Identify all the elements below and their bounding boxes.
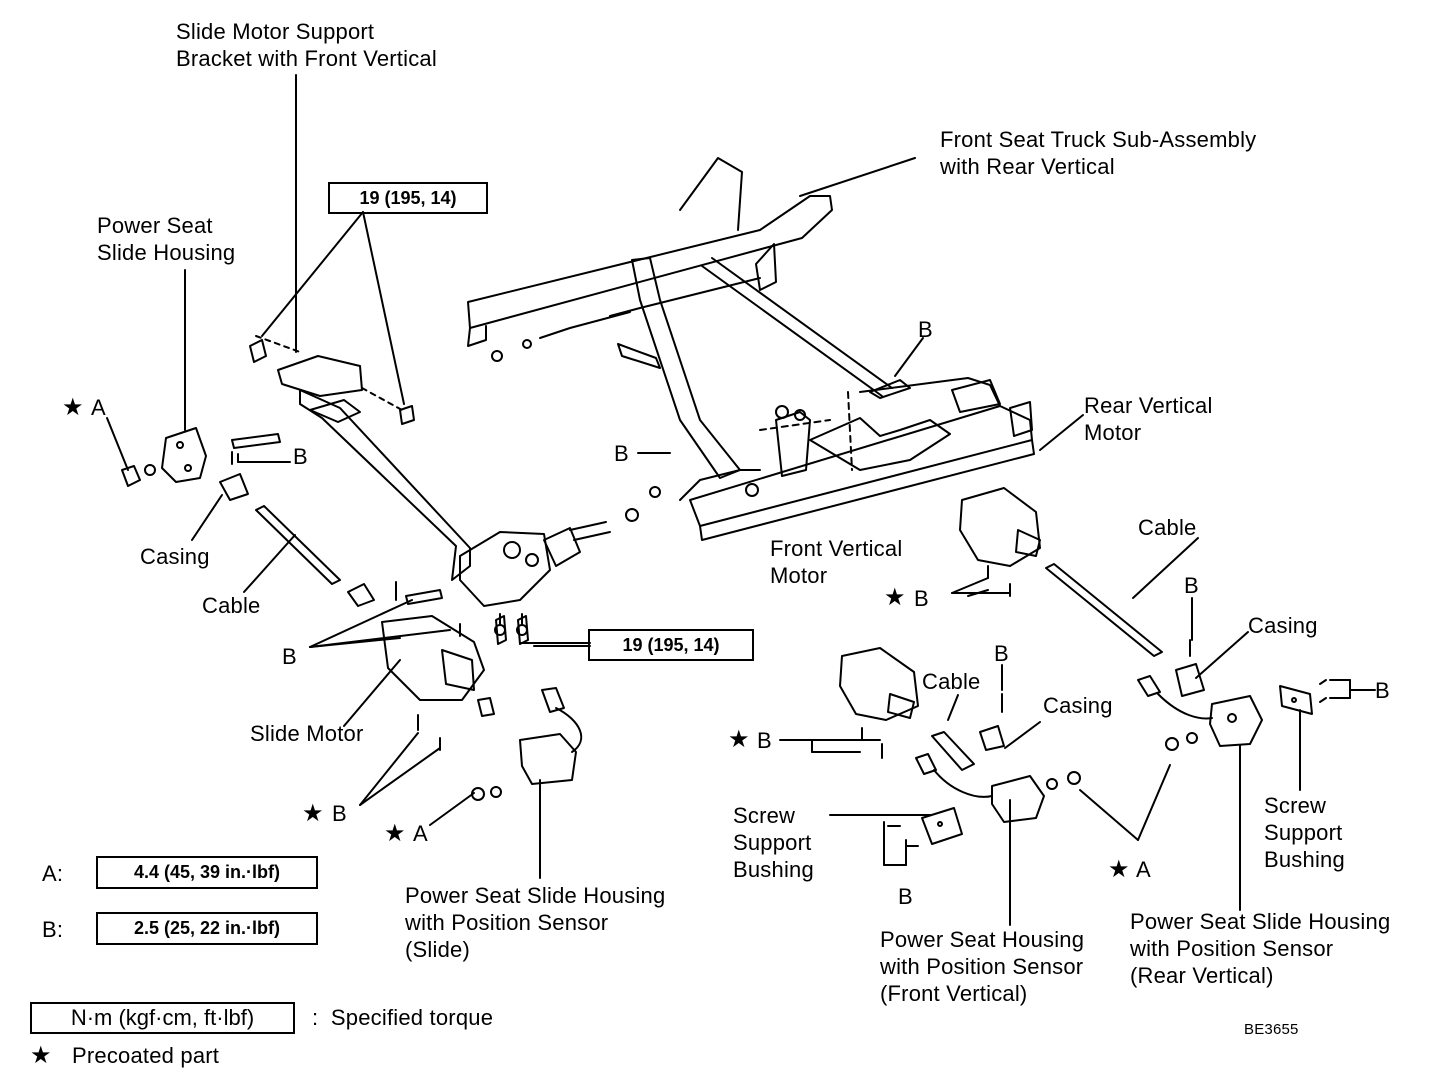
label-power-seat-slide-housing: Power Seat Slide Housing bbox=[97, 213, 236, 265]
letter-b: B bbox=[614, 441, 629, 466]
label-front-seat-truck: Front Seat Truck Sub-Assembly with Rear … bbox=[940, 127, 1257, 179]
letter-b: B bbox=[918, 317, 933, 342]
leader-lines bbox=[106, 74, 1376, 926]
rear-vertical-sensor-group bbox=[1137, 639, 1327, 751]
label-cable-left: Cable bbox=[202, 593, 261, 618]
left-housing-group bbox=[121, 427, 443, 607]
star-icon: ★ bbox=[62, 394, 84, 421]
label-housing-slide: Power Seat Slide Housing with Position S… bbox=[405, 883, 666, 962]
label-housing-rear-vertical: Power Seat Slide Housing with Position S… bbox=[1130, 909, 1391, 988]
slide-sensor-housing bbox=[471, 687, 583, 801]
label-casing-right: Casing bbox=[1248, 613, 1318, 638]
label-housing-front-vertical: Power Seat Housing with Position Sensor … bbox=[880, 927, 1085, 1006]
label-slide-motor-support-bracket: Slide Motor Support Bracket with Front V… bbox=[176, 19, 437, 71]
star-icon: ★ bbox=[384, 820, 406, 847]
letter-b: B bbox=[994, 641, 1009, 666]
letter-b: B bbox=[282, 644, 297, 669]
legend-unit-text: : Specified torque bbox=[312, 1005, 494, 1030]
seat-frame bbox=[467, 157, 1035, 541]
label-slide-motor: Slide Motor bbox=[250, 721, 364, 746]
legend-star-text: Precoated part bbox=[72, 1043, 220, 1068]
label-front-vertical-motor: Front Vertical Motor bbox=[770, 536, 903, 588]
label-casing-left: Casing bbox=[140, 544, 210, 569]
label-screw-support-bushing-right: Screw Support Bushing bbox=[1264, 793, 1345, 872]
slide-motor-bracket bbox=[249, 335, 611, 607]
legend-b-key: B: bbox=[42, 917, 64, 942]
slide-bolts-lower bbox=[495, 615, 529, 645]
label-rear-vertical-motor: Rear Vertical Motor bbox=[1084, 393, 1213, 445]
letter-b: B bbox=[914, 586, 929, 611]
star-icon: ★ bbox=[728, 726, 750, 753]
label-cable-right: Cable bbox=[1138, 515, 1197, 540]
rear-vertical-motor bbox=[959, 487, 1163, 657]
star-icon: ★ bbox=[302, 800, 324, 827]
star-icon: ★ bbox=[884, 584, 906, 611]
label-screw-support-bushing-mid: Screw Support Bushing bbox=[733, 803, 814, 882]
figure-code: BE3655 bbox=[1244, 1021, 1299, 1038]
front-vertical-motor-group bbox=[839, 647, 1081, 847]
torque-box-lower: 19 (195, 14) bbox=[588, 629, 754, 661]
letter-b: B bbox=[293, 444, 308, 469]
letter-a: A bbox=[91, 395, 106, 420]
star-icon: ★ bbox=[1108, 856, 1130, 883]
legend-star-icon: ★ bbox=[30, 1042, 52, 1069]
letter-a: A bbox=[1136, 857, 1151, 882]
letter-b: B bbox=[898, 884, 913, 909]
label-casing-mid: Casing bbox=[1043, 693, 1113, 718]
legend-unit-box: N·m (kgf·cm, ft·lbf) bbox=[30, 1002, 295, 1034]
legend-a-value: 4.4 (45, 39 in.·lbf) bbox=[96, 856, 318, 889]
torque-box-upper: 19 (195, 14) bbox=[328, 182, 488, 214]
letter-b: B bbox=[757, 728, 772, 753]
letter-b: B bbox=[1184, 573, 1199, 598]
label-cable-mid: Cable bbox=[922, 669, 981, 694]
legend-a-key: A: bbox=[42, 861, 64, 886]
legend-b-value: 2.5 (25, 22 in.·lbf) bbox=[96, 912, 318, 945]
letter-a: A bbox=[413, 821, 428, 846]
letter-b: B bbox=[1375, 678, 1390, 703]
letter-b: B bbox=[332, 801, 347, 826]
